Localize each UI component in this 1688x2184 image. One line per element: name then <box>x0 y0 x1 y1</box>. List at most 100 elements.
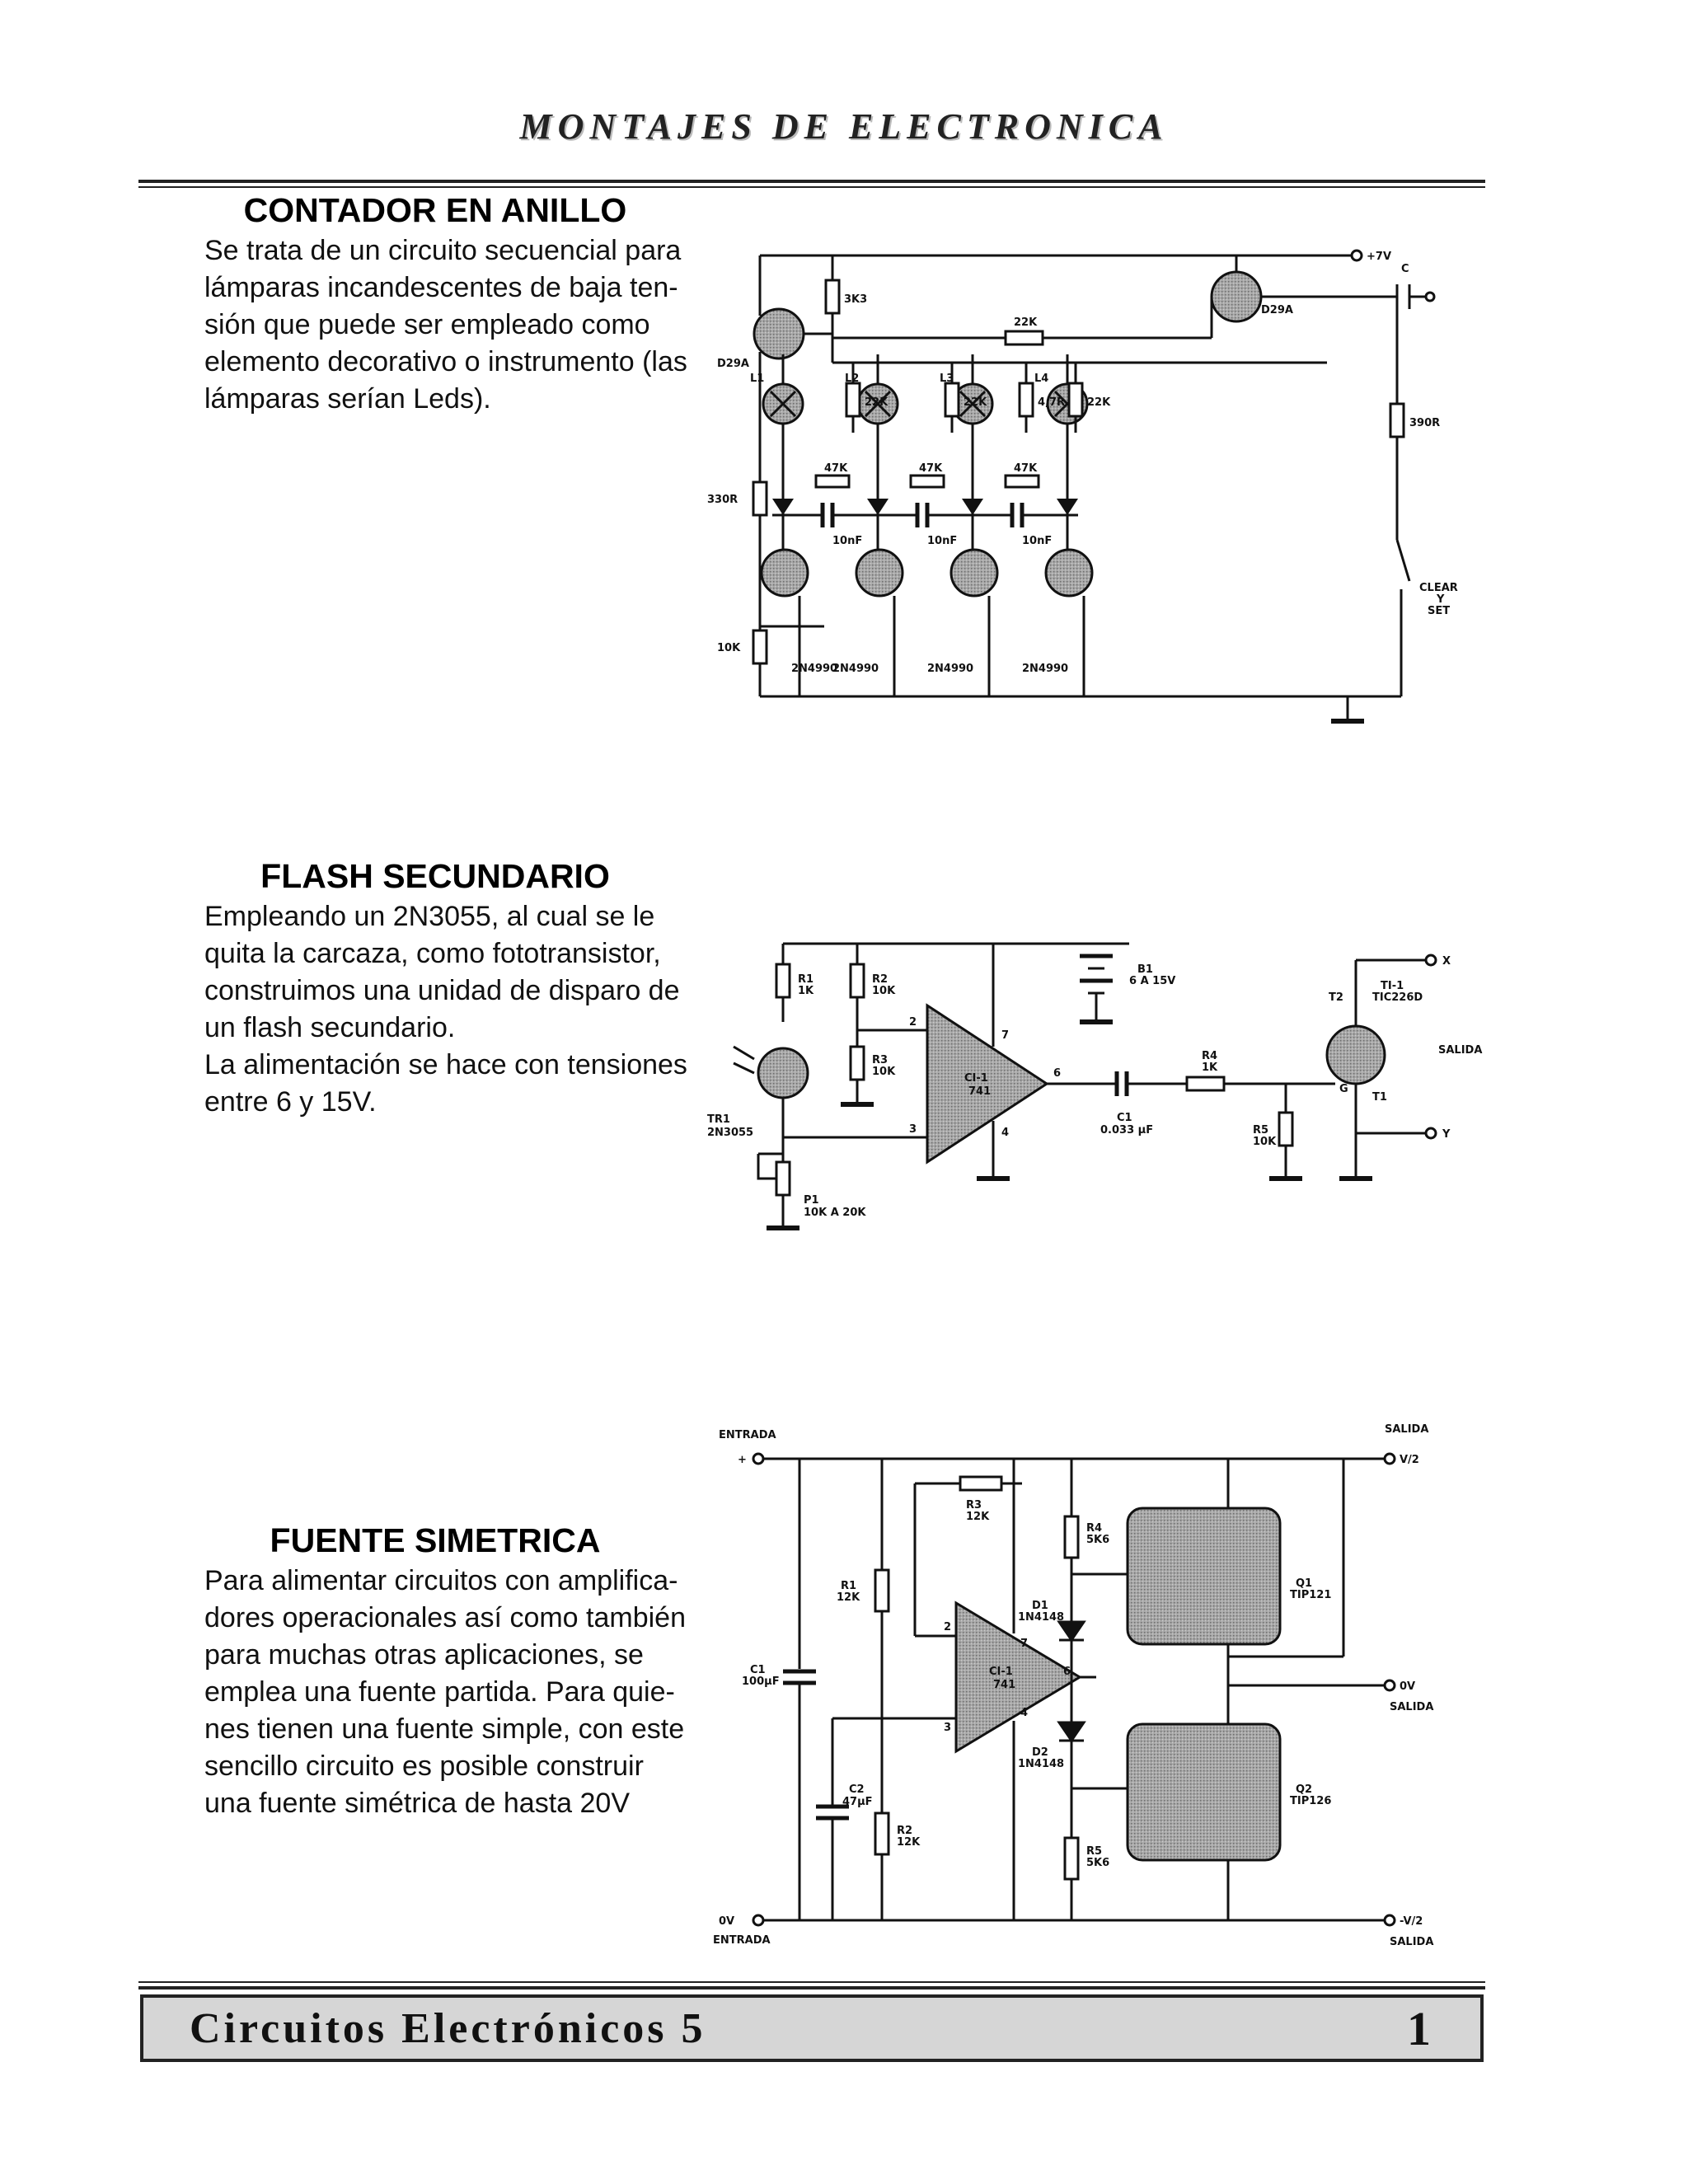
label-d1-val: 1N4148 <box>1018 1611 1064 1624</box>
label-c1-val: 0.033 µF <box>1100 1124 1153 1137</box>
label-330r: 330R <box>707 494 738 506</box>
label-salida-2: SALIDA <box>1390 1701 1433 1713</box>
body-line: elemento decorativo o instrumento (las <box>204 346 687 377</box>
label-c1: C1 <box>750 1664 766 1676</box>
resistor-r_22k <box>944 382 960 418</box>
flash-schematic: R1 1K R2 10K R3 10K B1 6 A 15V CI-1 741 … <box>707 942 1482 1230</box>
label-r5: R5 <box>1086 1845 1102 1858</box>
label-lamp-1: L1 <box>750 373 764 385</box>
label-r3-val: 10K <box>872 1066 896 1078</box>
label-supply: +7V <box>1367 251 1391 263</box>
label-r3: R3 <box>872 1054 888 1066</box>
body-line: dores operacionales así como también <box>204 1602 686 1633</box>
label-switch-2: Y <box>1436 593 1445 606</box>
label-q1-val: TIP121 <box>1290 1589 1331 1601</box>
section-body-contador: Se trata de un circuito secuencial para … <box>204 232 687 418</box>
label-10nf: 10nF <box>832 535 862 547</box>
label-plus: + <box>738 1454 747 1466</box>
body-line: quita la carcaza, como fototransistor, <box>204 938 661 969</box>
label-ujt-2: 2N4990 <box>832 663 879 675</box>
body-line: entre 6 y 15V. <box>204 1086 377 1118</box>
label-q-left: D29A <box>717 358 749 370</box>
label-r3: R3 <box>966 1499 982 1511</box>
label-entrada-bot: ENTRADA <box>713 1934 771 1947</box>
body-line: un flash secundario. <box>204 1012 456 1043</box>
section-title-fuente: FUENTE SIMETRICA <box>270 1521 601 1559</box>
label-d2-val: 1N4148 <box>1018 1758 1064 1770</box>
r-47k <box>1004 474 1040 489</box>
diode <box>867 499 889 515</box>
label-t1: T1 <box>1372 1091 1387 1104</box>
label-r_47r: 4,7R <box>1038 396 1065 409</box>
lamp-cross <box>864 390 892 418</box>
label-r2-val: 12K <box>897 1836 921 1849</box>
label-q1: Q1 <box>1296 1577 1312 1590</box>
label-b1-val: 6 A 15V <box>1129 975 1175 987</box>
label-ti1: TI-1 <box>1381 980 1404 992</box>
label-v-zero: 0V <box>1400 1680 1415 1693</box>
pin-4: 4 <box>1001 1127 1009 1139</box>
label-entrada-top: ENTRADA <box>719 1429 776 1441</box>
body-line: sencillo circuito es posible construir <box>204 1750 644 1782</box>
label-v-minus: -V/2 <box>1400 1915 1423 1928</box>
body-line: lámparas incandescentes de baja ten- <box>204 272 678 303</box>
r-47k <box>814 474 851 489</box>
label-r4-val: 5K6 <box>1086 1534 1109 1546</box>
label-q2-val: TIP126 <box>1290 1795 1331 1807</box>
label-r4-val: 1K <box>1202 1062 1218 1074</box>
body-line: emplea una fuente partida. Para quie- <box>204 1676 675 1708</box>
label-r4: R4 <box>1086 1522 1102 1535</box>
label-v-plus: V/2 <box>1400 1454 1419 1466</box>
pin-2: 2 <box>944 1621 951 1633</box>
lamp-cross <box>959 390 987 418</box>
body-line: nes tienen una fuente simple, con este <box>204 1713 685 1745</box>
label-b1: B1 <box>1137 963 1153 976</box>
label-ci1: CI-1 <box>964 1072 988 1085</box>
ujt-1 <box>760 548 809 598</box>
resistor-r_47r <box>1018 382 1034 418</box>
header-rule-thin <box>138 186 1485 188</box>
label-ujt-3: 2N4990 <box>927 663 973 675</box>
diode <box>962 499 983 515</box>
body-line: lámparas serían Leds). <box>204 383 491 415</box>
pin-3: 3 <box>909 1123 917 1136</box>
label-salida-3: SALIDA <box>1390 1936 1433 1948</box>
section-body-flash: Empleando un 2N3055, al cual se le quita… <box>204 898 687 1121</box>
label-r2-val: 10K <box>872 985 896 997</box>
label-t2: T2 <box>1329 991 1343 1004</box>
section-title-flash: FLASH SECUNDARIO <box>260 857 610 895</box>
label-r1-val: 12K <box>837 1591 860 1604</box>
page-header-title: MONTAJES DE ELECTRONICA <box>519 106 1169 147</box>
label-ti1-val: TIC226D <box>1372 991 1423 1004</box>
label-r_22k: 22K <box>964 396 987 409</box>
label-r_22k: 22K <box>865 396 889 409</box>
pin-4: 4 <box>1020 1707 1028 1719</box>
ujt-4 <box>1044 548 1094 598</box>
label-r5-val: 5K6 <box>1086 1857 1109 1869</box>
label-tr1-val: 2N3055 <box>707 1127 753 1139</box>
label-r2: R2 <box>897 1825 912 1837</box>
label-ci1-val: 741 <box>993 1679 1015 1691</box>
ring-counter-schematic: L12N499047K10nFL22N499047K10nFL32N499047… <box>707 249 1458 724</box>
body-line: construimos una unidad de disparo de <box>204 975 680 1006</box>
label-ujt-1: 2N4990 <box>791 663 837 675</box>
pin-7: 7 <box>1020 1638 1028 1650</box>
label-p1-val: 10K A 20K <box>804 1207 866 1219</box>
footer-rule-thin <box>138 1981 1485 1983</box>
label-lamp-4: L4 <box>1034 373 1048 385</box>
footer-bar: Circuitos Electrónicos 5 1 <box>140 1994 1484 2062</box>
section-title-contador: CONTADOR EN ANILLO <box>243 191 627 229</box>
label-r5: R5 <box>1253 1124 1268 1137</box>
label-r3-val: 12K <box>966 1511 990 1523</box>
pin-2: 2 <box>909 1016 917 1029</box>
pin-6: 6 <box>1063 1666 1071 1678</box>
pin-3: 3 <box>944 1722 951 1734</box>
label-22k-mid: 22K <box>1014 316 1038 329</box>
label-r1: R1 <box>841 1580 856 1592</box>
body-line: sión que puede ser empleado como <box>204 309 650 340</box>
label-d2: D2 <box>1032 1746 1048 1759</box>
label-10nf: 10nF <box>1022 535 1052 547</box>
label-r1: R1 <box>798 973 814 986</box>
label-salida-1: SALIDA <box>1385 1423 1428 1436</box>
label-c1-val: 100µF <box>742 1675 780 1688</box>
